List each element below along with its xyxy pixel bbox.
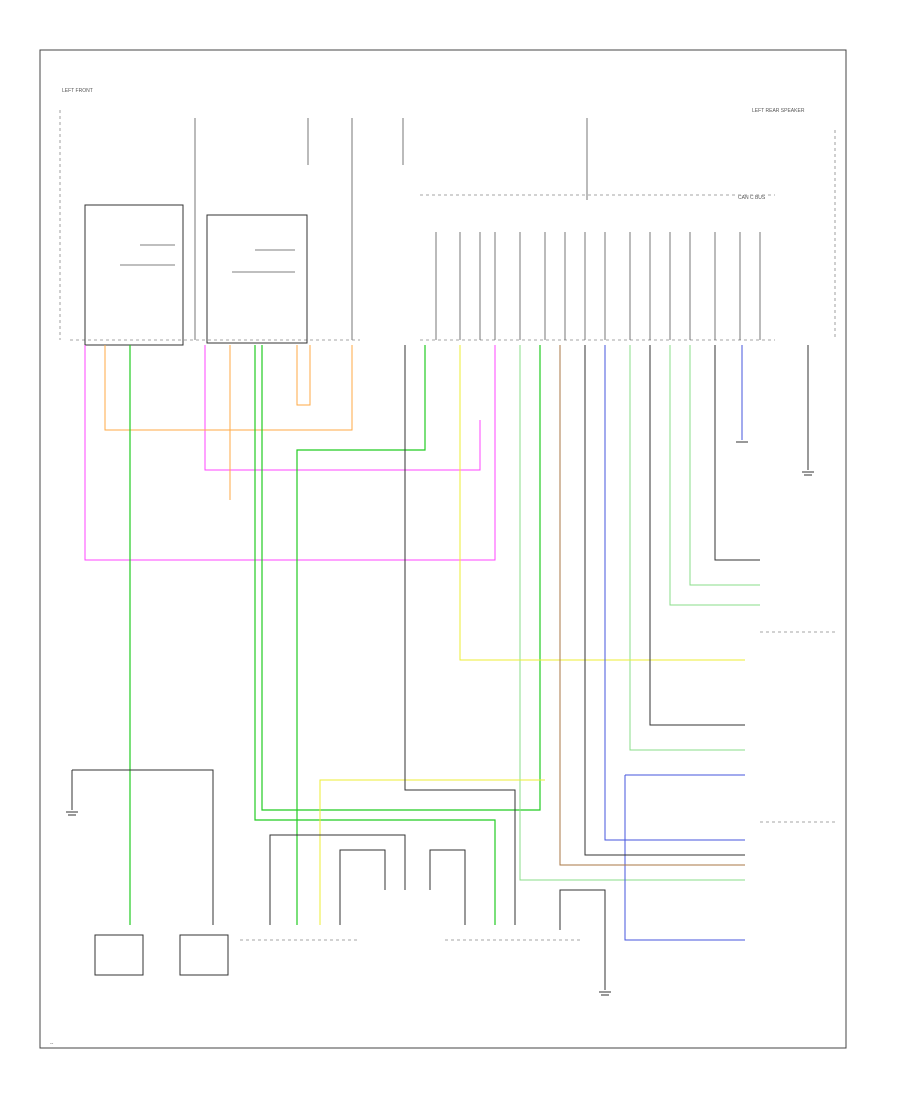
right-lamp-box [179, 934, 229, 976]
left-lamp-box [94, 934, 144, 976]
fuse-group [194, 118, 588, 340]
module-pins [435, 232, 761, 340]
top-right-label: LEFT REAR SPEAKER [752, 108, 805, 114]
top-left-label: LEFT FRONT [62, 88, 93, 94]
wire-yellow [319, 345, 745, 925]
switch-right [206, 214, 308, 344]
wire-blue [604, 345, 745, 941]
wire-black [71, 345, 809, 990]
wire-pink [84, 345, 496, 561]
wire-green [129, 345, 541, 925]
ground-icon [66, 441, 814, 996]
wire-orange [104, 345, 353, 500]
switch-left [84, 204, 184, 346]
bottom-corner-label: -- [50, 1041, 54, 1047]
diagram-frame [39, 49, 847, 1049]
module-header-label: CAN C BUS [738, 195, 766, 201]
wire-brown [559, 345, 745, 866]
wire-light-green [519, 345, 760, 881]
